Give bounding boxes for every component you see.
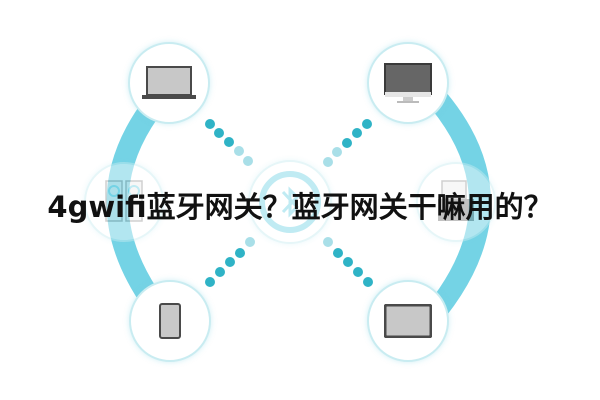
- tablet-icon: [384, 304, 432, 338]
- speakers-icon: [105, 180, 143, 222]
- laptop-icon: [142, 66, 196, 99]
- node-laptop: [128, 42, 210, 124]
- node-smartphone: [129, 280, 211, 362]
- desktop-monitor-icon: [384, 63, 432, 103]
- dots-top-left: [205, 119, 253, 166]
- page-title: 4gwifi蓝牙网关？蓝牙网关干嘛用的？: [47, 190, 553, 224]
- bluetooth-icon: [259, 171, 321, 233]
- node-desktop: [367, 42, 449, 124]
- smartphone-icon: [159, 303, 181, 339]
- node-tablet: [367, 280, 449, 362]
- dots-bottom-right: [323, 237, 373, 287]
- dots-bottom-left: [205, 237, 255, 287]
- bluetooth-hub: [248, 160, 332, 244]
- dots-top-right: [323, 119, 372, 167]
- node-speakers: [84, 162, 164, 242]
- node-printer: [416, 162, 496, 242]
- printer-icon: [438, 180, 474, 221]
